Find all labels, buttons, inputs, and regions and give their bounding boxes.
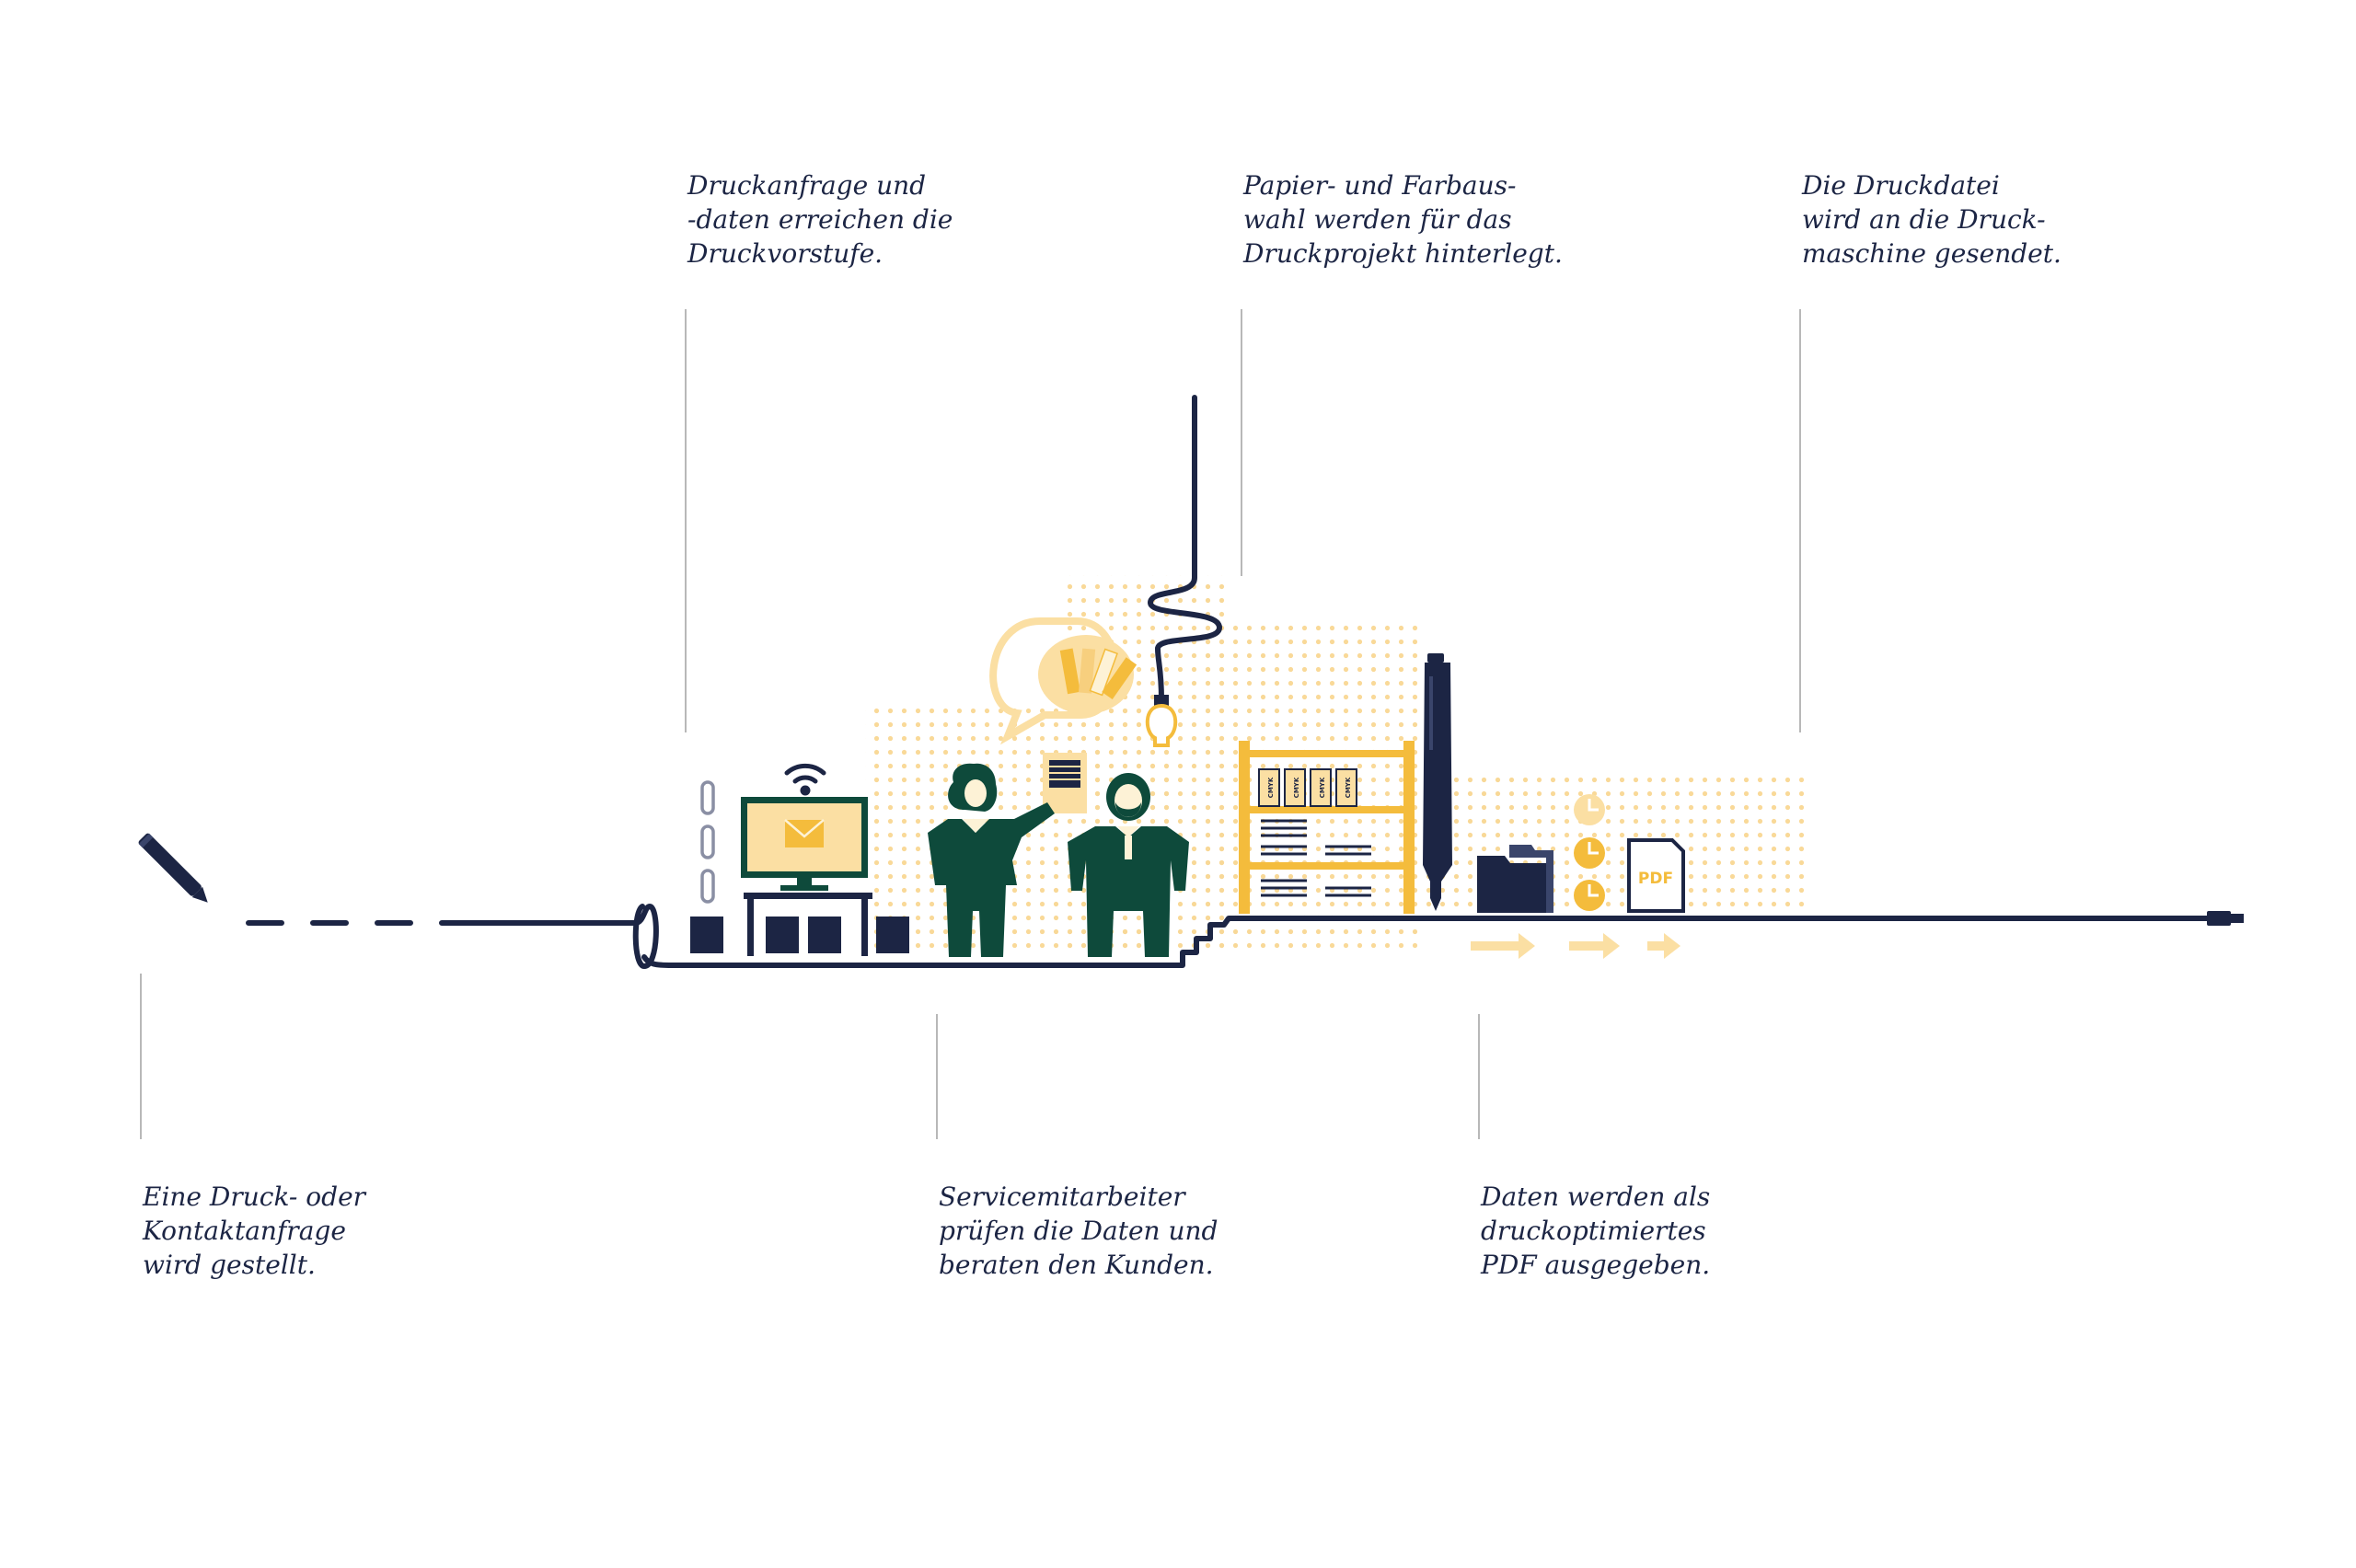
- arrow-right-icon: [1471, 933, 1680, 959]
- caption-line: Druckprojekt hinterlegt.: [1243, 238, 1563, 269]
- leader-line-step6: [1799, 309, 1801, 732]
- cmyk-label: CMYK: [1293, 777, 1300, 798]
- leader-line-step2: [685, 309, 687, 732]
- caption-step3: Servicemitarbeiter prüfen die Daten und …: [939, 1180, 1218, 1282]
- pencil-icon: [138, 833, 208, 903]
- paperclip-icon: [700, 780, 715, 904]
- pen-icon: [1423, 653, 1452, 911]
- lightbulb-icon: [1145, 695, 1178, 747]
- leader-line-step3: [936, 1014, 938, 1139]
- speech-bubble-icon: [989, 617, 1138, 745]
- woman-icon: [928, 763, 1055, 957]
- caption-line: wird an die Druck-: [1802, 204, 2046, 235]
- usb-plug-icon: [2207, 911, 2244, 926]
- caption-line: Daten werden als: [1481, 1182, 1711, 1212]
- caption-line: prüfen die Daten und: [939, 1216, 1218, 1246]
- caption-step4: Papier- und Farbaus- wahl werden für das…: [1243, 168, 1563, 271]
- caption-line: -daten erreichen die: [687, 204, 953, 235]
- caption-line: wird gestellt.: [143, 1250, 316, 1280]
- caption-step1: Eine Druck- oder Kontaktanfrage wird ges…: [143, 1180, 365, 1282]
- caption-line: Eine Druck- oder: [143, 1182, 366, 1212]
- caption-line: druckoptimiertes: [1481, 1216, 1706, 1246]
- monitor-icon: [741, 797, 868, 891]
- envelope-icon: [784, 819, 825, 847]
- caption-line: Kontaktanfrage: [143, 1216, 346, 1246]
- caption-line: maschine gesendet.: [1802, 238, 2062, 269]
- leader-line-step5: [1478, 1014, 1480, 1139]
- pdf-label: PDF: [1638, 870, 1673, 888]
- cmyk-label: CMYK: [1319, 777, 1326, 798]
- desk: [690, 893, 909, 956]
- clipboard-icon: [1043, 753, 1087, 813]
- shelf-icon: CMYK CMYK CMYK CMYK: [1239, 741, 1415, 914]
- clock-icon: [1574, 794, 1605, 911]
- cmyk-label: CMYK: [1267, 777, 1275, 798]
- leader-line-step1: [140, 974, 142, 1139]
- caption-step5: Daten werden als druckoptimiertes PDF au…: [1481, 1180, 1710, 1282]
- caption-line: Servicemitarbeiter: [939, 1182, 1185, 1212]
- man-icon: [1068, 773, 1189, 957]
- cmyk-cans: CMYK CMYK CMYK CMYK: [1258, 768, 1357, 807]
- caption-line: Papier- und Farbaus-: [1243, 170, 1517, 201]
- wire: [246, 395, 2212, 969]
- caption-line: wahl werden für das: [1243, 204, 1512, 235]
- color-fan-icon: [1059, 648, 1138, 700]
- paper-stacks: [1261, 819, 1371, 897]
- folder-icon: [1477, 845, 1553, 913]
- caption-line: Druckanfrage und: [687, 170, 927, 201]
- caption-step6: Die Druckdatei wird an die Druck- maschi…: [1802, 168, 2062, 271]
- caption-step2: Druckanfrage und -daten erreichen die Dr…: [687, 168, 953, 271]
- caption-line: Die Druckdatei: [1802, 170, 2000, 201]
- caption-line: PDF ausgegeben.: [1481, 1250, 1711, 1280]
- wifi-icon: [784, 763, 826, 796]
- pdf-document-icon: PDF: [1627, 838, 1685, 913]
- caption-line: beraten den Kunden.: [939, 1250, 1214, 1280]
- leader-line-step4: [1241, 309, 1242, 576]
- cmyk-label: CMYK: [1345, 777, 1352, 798]
- caption-line: Druckvorstufe.: [687, 238, 884, 269]
